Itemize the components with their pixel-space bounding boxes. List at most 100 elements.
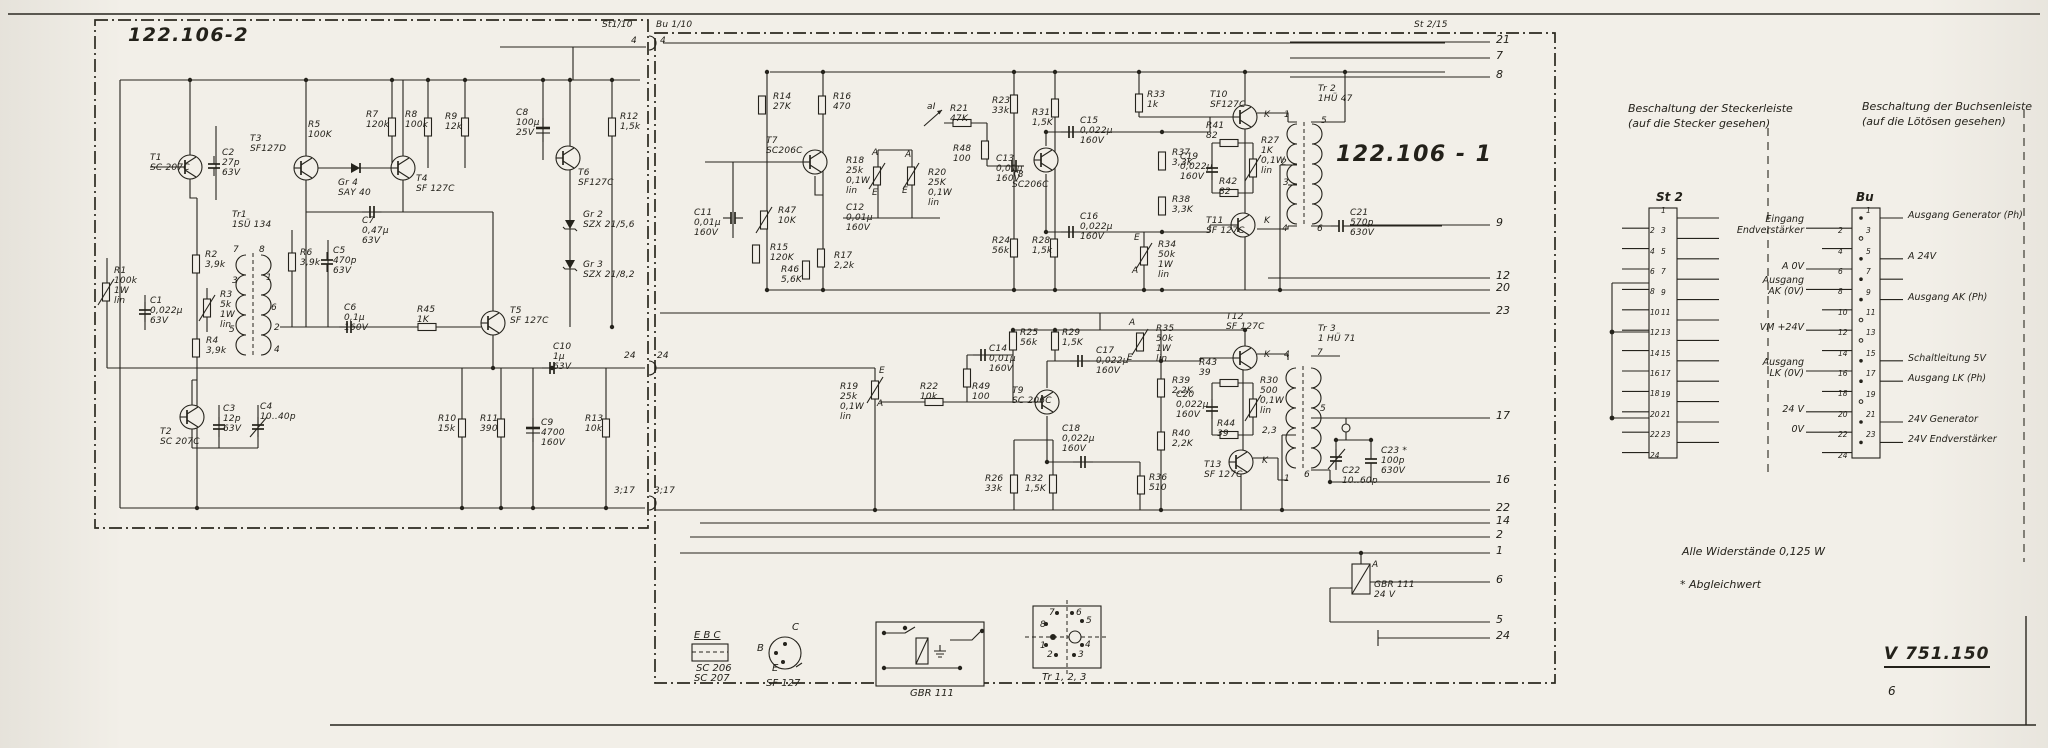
transistor-lead	[1040, 162, 1053, 171]
resistor-symbol	[962, 368, 972, 388]
resistor-symbol	[1156, 378, 1166, 398]
st2-pin-20: 20	[1650, 409, 1660, 419]
transistor-lead	[1239, 347, 1252, 356]
bu-pin-4: 4	[1838, 246, 1843, 256]
st2-pin-10: 10	[1650, 307, 1660, 317]
component-r22: R22 10k	[920, 382, 939, 403]
st2-pin-9: 9	[1661, 287, 1666, 297]
component-tr-3: Tr 3 1 HÜ 71	[1318, 324, 1356, 345]
resistor-symbol	[417, 322, 437, 332]
component-r46: R46 5,6K	[781, 265, 803, 286]
buchsenleiste-panel-title: Beschaltung der Buchsenleiste (auf die L…	[1862, 100, 2048, 130]
component-7: 7	[1049, 608, 1055, 618]
trafo-pinout-label: Tr 1, 2, 3	[1042, 672, 1087, 683]
st2-pin-8: 8	[1650, 287, 1655, 297]
component-8: 8	[259, 245, 265, 255]
bu-pin-dot-7	[1859, 277, 1863, 282]
edge-pin-24: 24	[1496, 629, 1510, 642]
component-gbr-111: GBR 111 24 V	[1374, 580, 1415, 601]
component-6: 6	[271, 303, 277, 313]
component-r43: R43 39	[1199, 358, 1218, 379]
component-t13: T13 SF 127C	[1204, 460, 1243, 481]
note-resistor-wattage: Alle Widerstände 0,125 W	[1682, 545, 1825, 558]
resistor-symbol	[801, 260, 811, 280]
transistor-lead	[397, 170, 410, 179]
component-c5: C5 470p 63V	[333, 246, 357, 277]
edge-pin-9: 9	[1496, 216, 1503, 229]
st2-connector-body	[1648, 207, 1678, 459]
transistor-lead	[487, 325, 500, 334]
pot-arrow	[198, 294, 216, 322]
transistor-lead	[487, 312, 500, 321]
board-border-122-106-1	[654, 32, 1556, 684]
component-t7: T7 SC206C	[766, 136, 803, 157]
resistor-symbol	[1049, 238, 1059, 258]
component-e: E	[902, 186, 908, 196]
st2-pin-12: 12	[1650, 328, 1660, 338]
component-r31: R31 1,5K	[1032, 108, 1054, 129]
component-c4: C4 10..40p	[260, 402, 296, 423]
component-24: 24	[624, 351, 636, 361]
zener-bar	[562, 266, 578, 272]
bu-pin-21: 21	[1866, 410, 1876, 419]
bu-pin-dot-21	[1859, 420, 1863, 424]
component-k: K	[1264, 350, 1271, 360]
component-4: 4	[660, 36, 666, 46]
component-5: 5	[229, 325, 235, 335]
transformer-winding	[235, 254, 247, 356]
edge-pin-8: 8	[1496, 68, 1503, 81]
component-tr1: Tr1 1SÜ 134	[232, 210, 272, 231]
bu-pin-dot-1	[1859, 216, 1863, 220]
transistor-lead	[186, 406, 199, 415]
component-r49: R49 100	[972, 382, 991, 403]
component-t6: T6 SF127C	[578, 168, 614, 189]
diode-symbol	[351, 163, 360, 173]
steckerleiste-title-line2: (auf die Stecker gesehen)	[1628, 116, 1771, 130]
bu-pin-dot-15	[1859, 359, 1863, 363]
component-c3: C3 12p 63V	[223, 404, 242, 435]
component-r2: R2 3,9k	[205, 250, 226, 271]
st2-pin-19: 19	[1661, 389, 1671, 399]
st2-pin-13: 13	[1661, 328, 1671, 338]
resistor-symbol	[1009, 474, 1019, 494]
bu-pin-dot-23	[1859, 440, 1863, 445]
component-a: A	[905, 150, 912, 160]
component-r23: R23 33k	[992, 96, 1011, 117]
bu-label-ausgang-lk-0v: Ausgang LK (0V)	[1762, 357, 1804, 379]
bu-pin-13: 13	[1866, 328, 1876, 338]
component-t11: T11 SF 127C	[1206, 216, 1245, 237]
pot-arrow	[1135, 242, 1153, 270]
bu-label-24-v: 24 V	[1782, 403, 1804, 415]
transistor-lead	[1235, 464, 1248, 473]
edge-pin-23: 23	[1496, 304, 1510, 317]
bu-label-a-24v: A 24V	[1908, 250, 1937, 262]
bu-pin-19: 19	[1866, 389, 1876, 399]
component-8: 8	[1040, 620, 1046, 630]
resistor-symbol	[1048, 474, 1058, 494]
component-6: 6	[1317, 224, 1323, 234]
component-c14: C14 0,01µ 160V	[989, 344, 1016, 375]
transistor-lead	[1040, 149, 1053, 158]
component-r47: R47 10K	[778, 206, 797, 227]
transistor-lead	[186, 419, 199, 428]
component-3: 3	[1078, 650, 1084, 660]
steckerleiste-title-line1: Beschaltung der Steckerleiste	[1628, 102, 1793, 115]
edge-pin-22: 22	[1496, 501, 1510, 514]
component-r10: R10 15k	[438, 414, 457, 435]
component-t2: T2 SC 207C	[160, 427, 200, 448]
component-t1: T1 SC 207C	[150, 153, 190, 174]
component-1: 1	[1284, 474, 1290, 484]
bu-label-ausgang-lk-ph: Ausgang LK (Ph)	[1908, 373, 1987, 385]
component-c11: C11 0,01µ 160V	[694, 208, 721, 239]
st2-pin-6: 6	[1650, 267, 1655, 276]
component-c17: C17 0,022µ 160V	[1096, 346, 1129, 377]
component-a: A	[1129, 318, 1136, 328]
component-4: 4	[274, 345, 280, 355]
pot-arrow	[902, 162, 920, 190]
pot-arrow	[868, 162, 886, 190]
bu-label-ausgang-ak-0v: Ausgang AK (0V)	[1762, 275, 1804, 298]
edge-pin-6: 6	[1496, 573, 1503, 586]
component-c16: C16 0,022µ 160V	[1080, 212, 1113, 243]
st2-pin-24: 24	[1650, 450, 1660, 460]
sf127-pin-e: E	[772, 663, 779, 674]
